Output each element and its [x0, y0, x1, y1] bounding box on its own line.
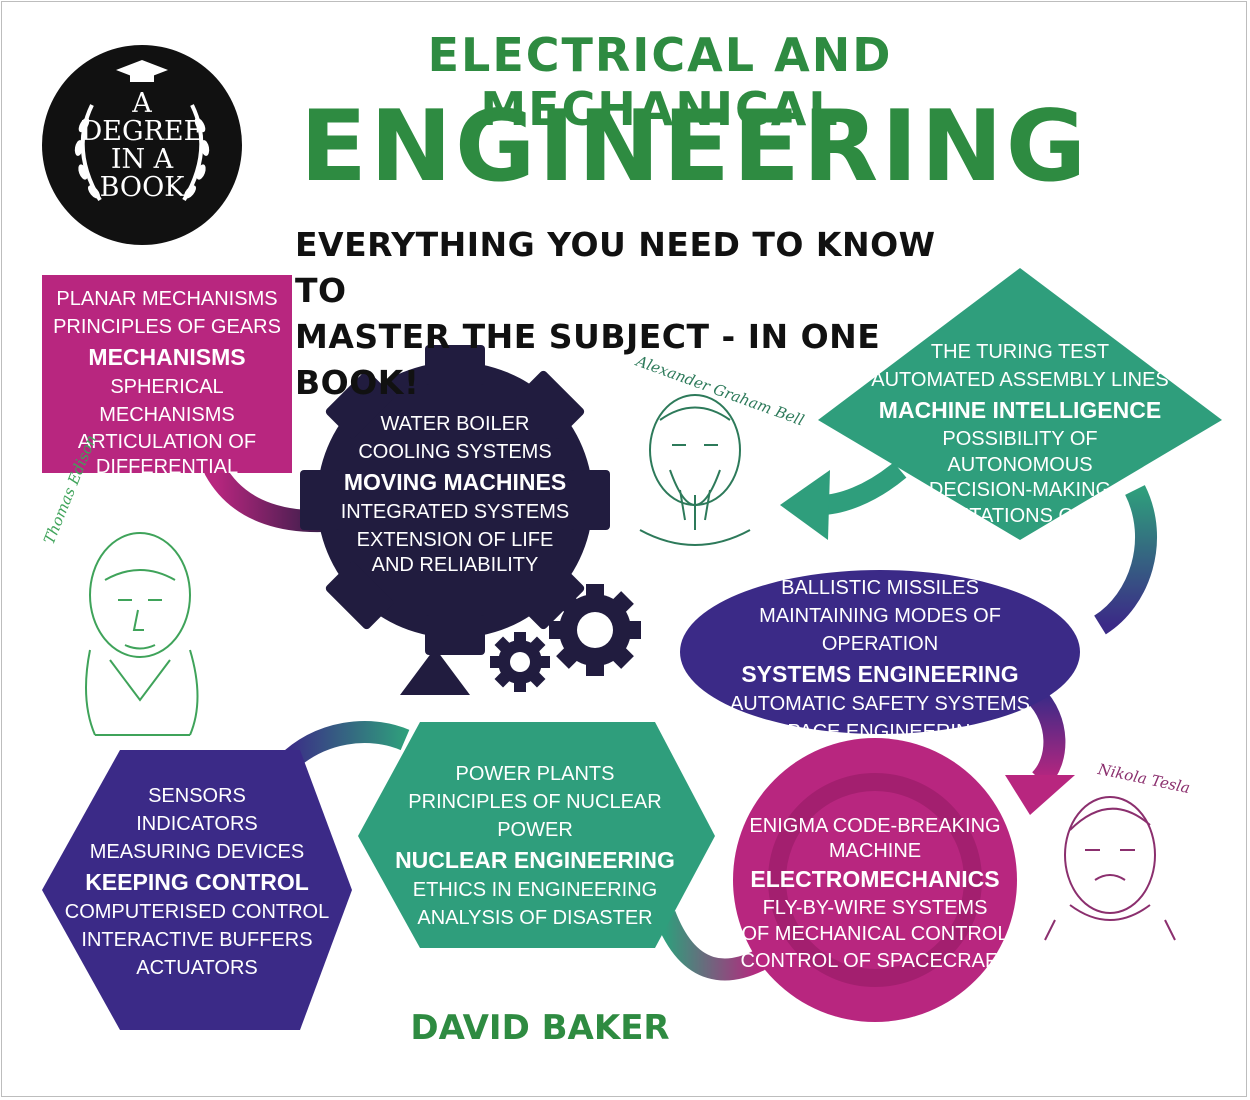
title-line-2: ENGINEERING	[300, 90, 1090, 204]
topic-item: PLANAR MECHANISMS	[56, 288, 278, 310]
badge-line: A	[132, 88, 152, 119]
topic-item: SENSORS	[148, 785, 246, 807]
topic-item: WATER BOILER	[380, 413, 530, 435]
topic-item: CONTROL OF SPACECRAFT	[740, 950, 1010, 972]
systems-engineering-block: BALLISTIC MISSILES MAINTAINING MODES OF …	[700, 574, 1060, 746]
author-name: DAVID BAKER	[410, 1008, 670, 1048]
mechanisms-box	[42, 275, 292, 473]
topic-item: POSSIBILITY OF AUTONOMOUS	[942, 428, 1098, 476]
topic-item: SPACE ENGINEERING	[774, 721, 986, 743]
connector-systems-to-electro	[1026, 687, 1066, 788]
moving-machines-block: WATER BOILER COOLING SYSTEMS MOVING MACH…	[330, 410, 580, 576]
topic-item: AUTOMATIC SAFETY SYSTEMS	[729, 693, 1031, 715]
topic-item: EXTENSION OF LIFE	[356, 529, 554, 551]
machine-intelligence-diamond	[818, 268, 1222, 540]
topic-item: LIMITATIONS OF AI	[930, 505, 1110, 527]
topic-item: OF MECHANICAL CONTROL	[741, 923, 1009, 945]
topic-item: FLY-BY-WIRE SYSTEMS	[762, 897, 988, 919]
badge-line: DEGREE	[80, 116, 204, 147]
topic-item: SPHERICAL MECHANISMS	[99, 376, 235, 426]
topic-item: DECISION-MAKING	[928, 479, 1112, 501]
topic-item: ANALYSIS OF DISASTER	[417, 907, 653, 929]
topic-heading: ELECTROMECHANICS	[750, 866, 1000, 892]
nuclear-engineering-block: POWER PLANTS PRINCIPLES OF NUCLEAR POWER…	[380, 760, 690, 932]
mechanisms-block: PLANAR MECHANISMS PRINCIPLES OF GEARS ME…	[42, 285, 292, 479]
topic-item: ENIGMA CODE-BREAKING	[749, 815, 1001, 837]
topic-item: INDICATORS	[136, 813, 258, 835]
topic-item: ARTICULATION OF	[77, 431, 257, 453]
arrow-head-left	[780, 470, 830, 540]
topic-item: THE TURING TEST	[930, 341, 1110, 363]
topic-heading: MOVING MACHINES	[343, 469, 567, 495]
degree-badge	[42, 45, 242, 245]
systems-engineering-ellipse	[680, 570, 1080, 734]
nikola-tesla-portrait	[1044, 796, 1176, 941]
keeping-control-block: SENSORS INDICATORS MEASURING DEVICES KEE…	[62, 782, 332, 982]
connector-intelligence-to-systems	[1093, 485, 1158, 635]
topic-item: INTERACTIVE BUFFERS	[81, 929, 313, 951]
arrow-head-up	[400, 648, 470, 695]
topic-item: COOLING SYSTEMS	[358, 441, 552, 463]
connector-nuclear-to-electro	[654, 910, 765, 981]
topic-heading: SYSTEMS ENGINEERING	[741, 661, 1019, 687]
topic-item: ETHICS IN ENGINEERING	[412, 879, 658, 901]
topic-item: AND RELIABILITY	[371, 554, 539, 576]
nuclear-engineering-hexagon	[358, 722, 715, 948]
topic-item: MAINTAINING MODES OF OPERATION	[759, 605, 1001, 655]
keeping-control-hexagon	[42, 750, 352, 1030]
electromechanics-block: ENIGMA CODE-BREAKING MACHINE ELECTROMECH…	[735, 813, 1015, 975]
topic-item: PRINCIPLES OF GEARS	[53, 316, 281, 338]
topic-item: COMPUTERISED CONTROL	[64, 901, 330, 923]
moving-machines-gear	[300, 345, 610, 655]
topic-item: MEASURING DEVICES	[89, 841, 305, 863]
topic-item: DIFFERENTIAL	[95, 456, 239, 478]
subtitle-line-1: EVERYTHING YOU NEED TO KNOW TO	[295, 225, 936, 310]
topic-item: MACHINE	[828, 840, 922, 862]
topic-heading: MACHINE INTELLIGENCE	[878, 397, 1162, 423]
subtitle-line-2: MASTER THE SUBJECT - IN ONE BOOK!	[295, 317, 881, 402]
topic-item: ACTUATORS	[136, 957, 258, 979]
topic-heading: KEEPING CONTROL	[85, 869, 309, 895]
subtitle: EVERYTHING YOU NEED TO KNOW TO MASTER TH…	[295, 222, 975, 406]
topic-heading: MECHANISMS	[88, 344, 246, 370]
small-gear-large-icon	[549, 584, 641, 676]
topic-heading: NUCLEAR ENGINEERING	[395, 847, 675, 873]
machine-intelligence-block: THE TURING TEST AUTOMATED ASSEMBLY LINES…	[870, 338, 1170, 530]
badge-line: BOOK	[99, 172, 185, 203]
small-gear-small-icon	[490, 632, 550, 692]
topic-item: BALLISTIC MISSILES	[781, 577, 979, 599]
alexander-graham-bell-portrait	[639, 394, 751, 546]
topic-item: PRINCIPLES OF NUCLEAR POWER	[408, 791, 662, 841]
badge-line: IN A	[110, 144, 174, 175]
arrow-head-down	[1005, 775, 1075, 815]
thomas-edison-portrait	[85, 532, 199, 736]
topic-item: POWER PLANTS	[455, 763, 615, 785]
electromechanics-inner-ring	[768, 773, 982, 987]
topic-item: AUTOMATED ASSEMBLY LINES	[871, 369, 1169, 391]
mortarboard-icon	[116, 60, 168, 80]
degree-badge-text: A DEGREE IN A BOOK	[52, 90, 232, 202]
topic-item: INTEGRATED SYSTEMS	[340, 501, 570, 523]
title-line-1: ELECTRICAL AND MECHANICAL	[427, 28, 893, 136]
